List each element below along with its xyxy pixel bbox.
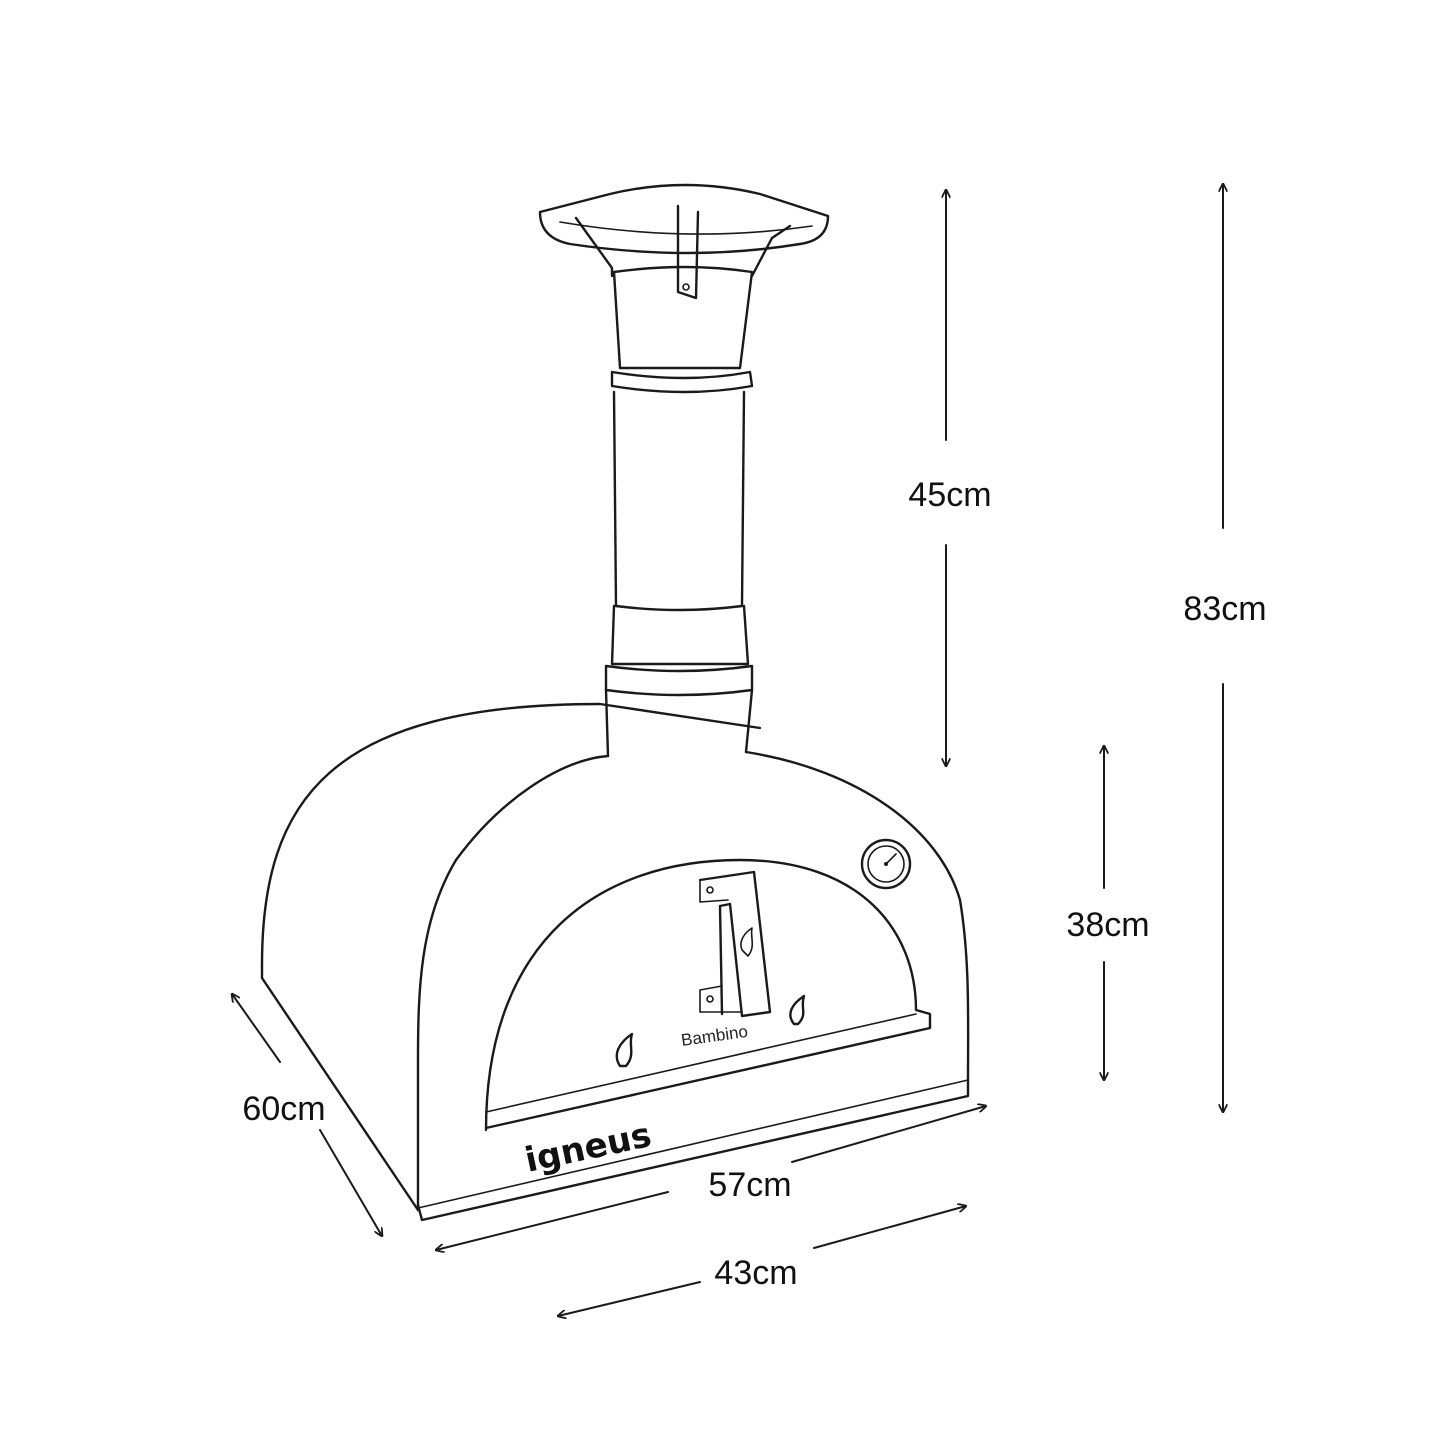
oven-door-opening (484, 858, 932, 1132)
flame-logo-left-icon (615, 1032, 634, 1068)
model-name: Bambino (680, 1022, 749, 1050)
door-handle (698, 870, 772, 1018)
dimension-depth: 60cm (232, 994, 382, 1236)
oven-body (260, 702, 970, 1222)
chimney-cap (538, 183, 830, 300)
dimension-total-height: 83cm (1183, 183, 1267, 1113)
label-chimney-height: 45cm (908, 476, 991, 514)
flame-logo-right-icon (789, 994, 806, 1026)
dimension-chimney-height: 45cm (908, 189, 992, 767)
label-body-height: 38cm (1066, 906, 1149, 944)
dimension-body-height: 38cm (1066, 745, 1150, 1081)
label-base-width: 43cm (714, 1254, 797, 1292)
label-width: 57cm (708, 1166, 791, 1204)
label-total-height: 83cm (1183, 590, 1266, 628)
chimney-pipe (604, 265, 754, 758)
dimension-base-width: 43cm (558, 1206, 966, 1316)
dimension-width: 57cm (436, 1106, 986, 1250)
thermometer-gauge-icon (860, 838, 912, 890)
label-depth: 60cm (242, 1090, 325, 1128)
